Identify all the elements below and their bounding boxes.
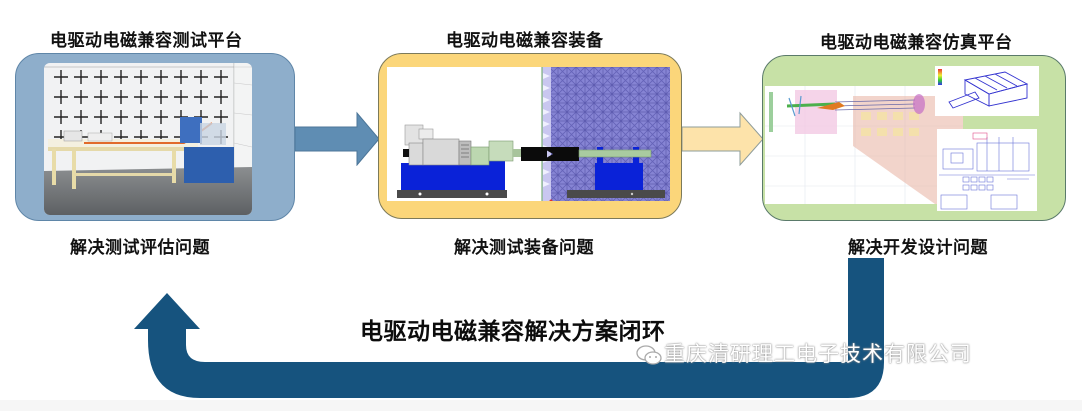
field-simulation-screenshot <box>765 86 963 204</box>
3d-mesh-model-screenshot <box>935 66 1039 116</box>
dynamometer-equipment-drawing <box>387 67 670 201</box>
stage-3-box <box>762 55 1066 221</box>
stage-2-box <box>378 53 682 219</box>
footer-band <box>0 400 1082 411</box>
arrow-stage2-to-stage3 <box>682 111 764 166</box>
watermark-text: 重庆清研理工电子技术有限公司 <box>664 342 972 366</box>
stage-1-title: 电驱动电磁兼容测试平台 <box>50 31 243 51</box>
anechoic-chamber-photo <box>44 63 252 215</box>
wechat-icon <box>636 344 662 366</box>
stage-1-subtitle: 解决测试评估问题 <box>70 238 210 258</box>
loop-label: 电驱动电磁兼容解决方案闭环 <box>360 319 666 345</box>
arrow-stage1-to-stage2 <box>295 111 380 166</box>
stage-1-box <box>15 53 295 221</box>
stage-3-title: 电驱动电磁兼容仿真平台 <box>820 33 1013 53</box>
stage-2-subtitle: 解决测试装备问题 <box>454 238 594 258</box>
stage-2-title: 电驱动电磁兼容装备 <box>446 31 604 51</box>
watermark: 重庆清研理工电子技术有限公司 <box>636 338 972 368</box>
stage-3-subtitle: 解决开发设计问题 <box>848 238 988 258</box>
circuit-schematic-screenshot <box>937 129 1037 211</box>
